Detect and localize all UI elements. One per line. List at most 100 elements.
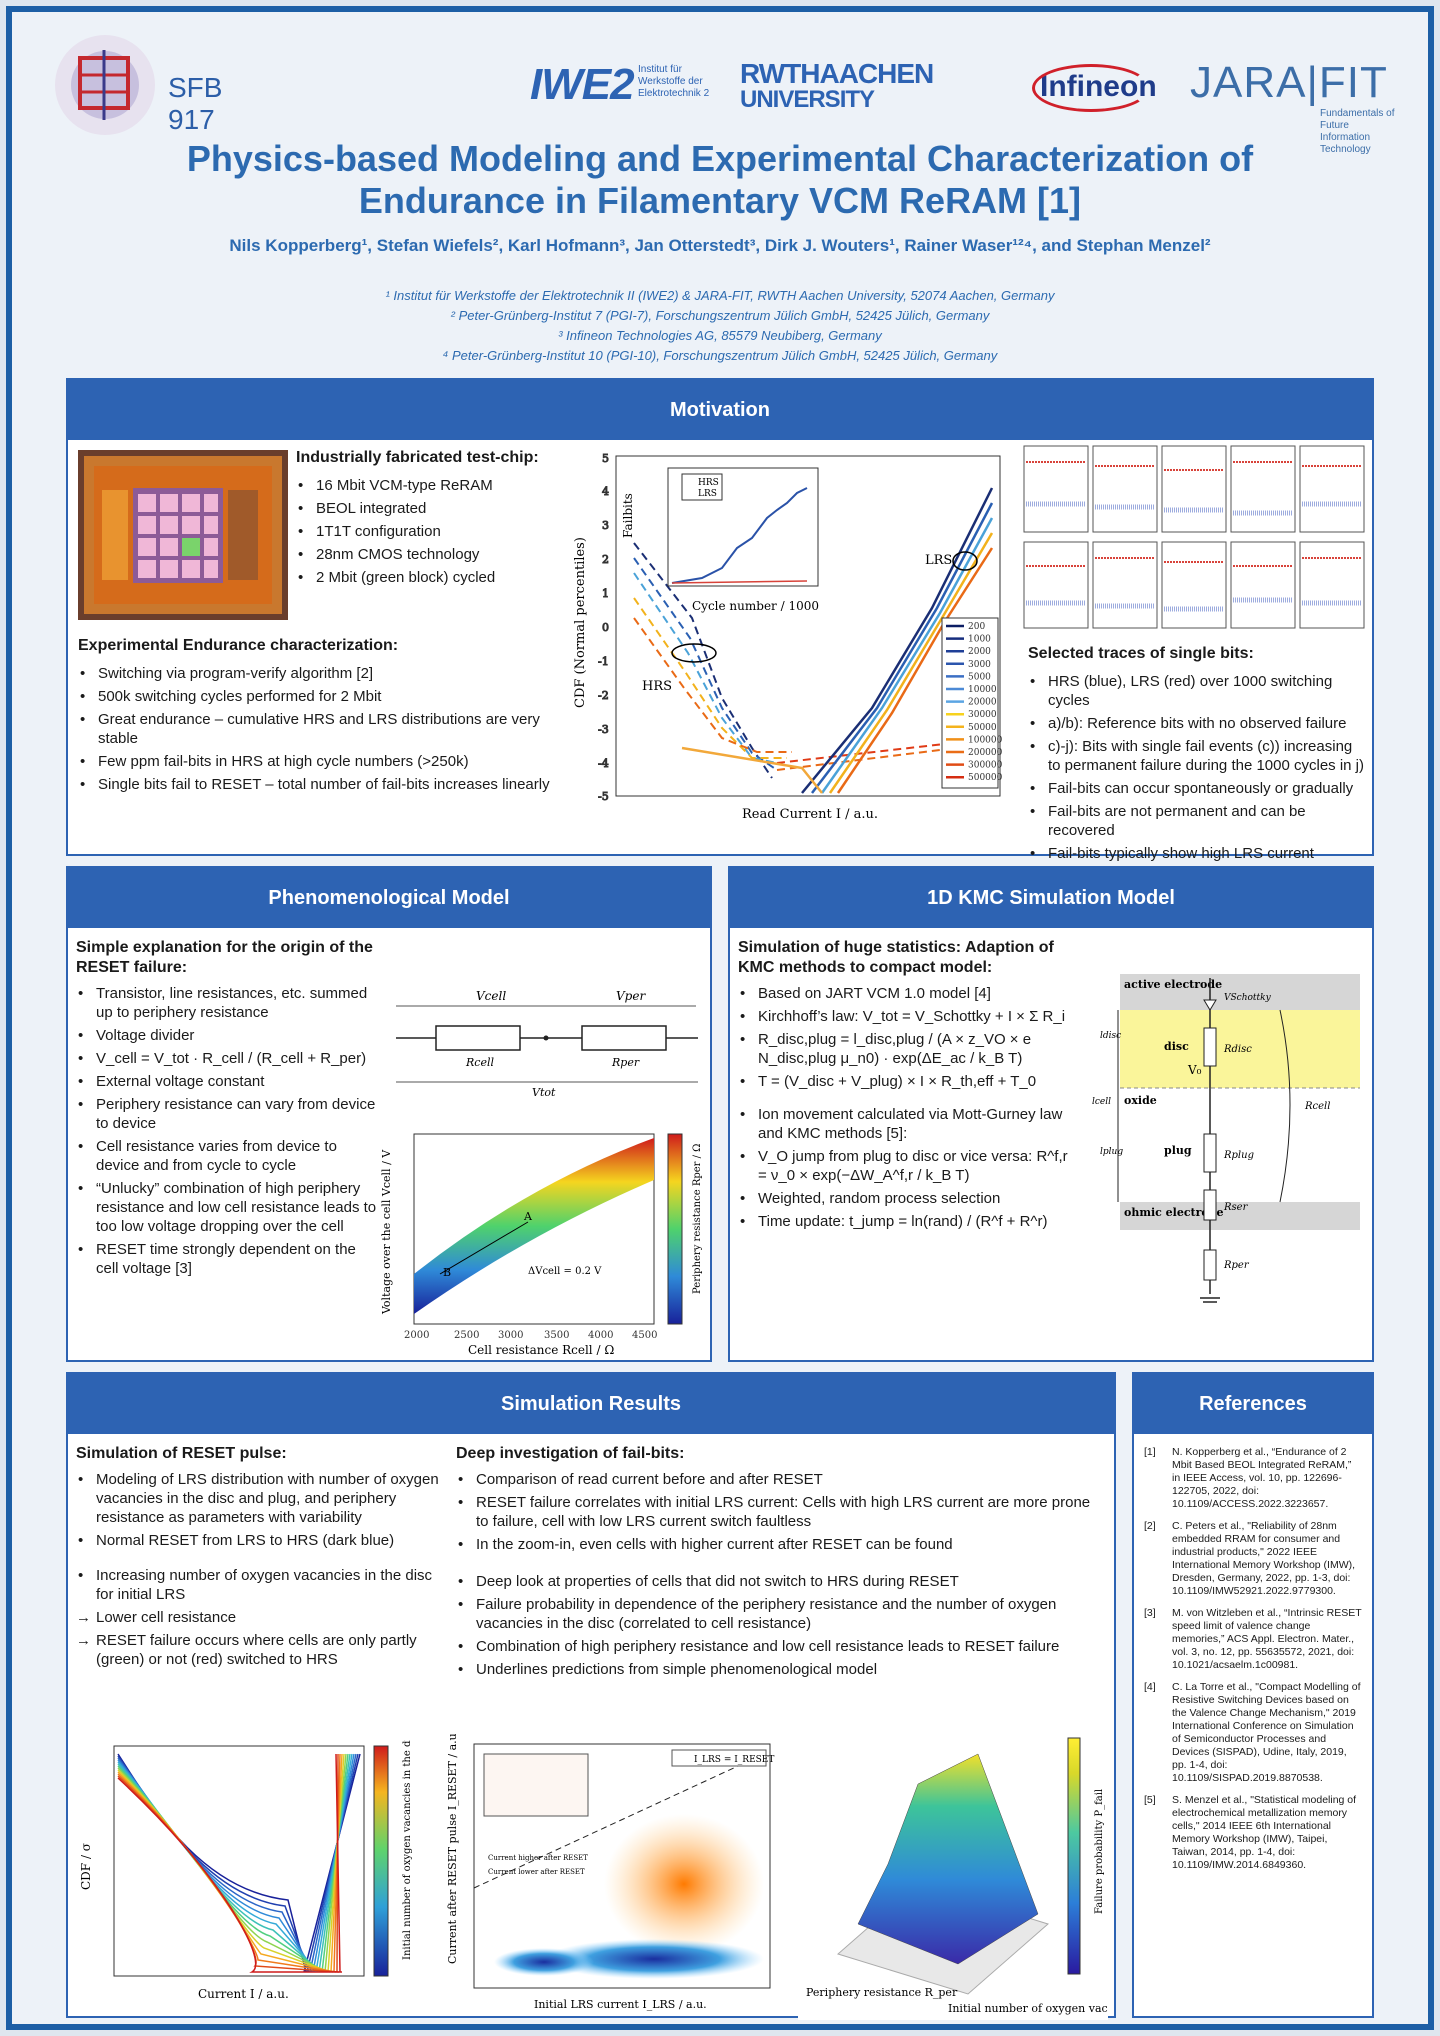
list-item: Great endurance – cumulative HRS and LRS… [78, 710, 566, 748]
list-item: Voltage divider [76, 1026, 378, 1045]
svg-text:I_LRS = I_RESET: I_LRS = I_RESET [694, 1755, 774, 1765]
list-item: Comparison of read current before and af… [456, 1470, 1106, 1489]
list-item: RESET failure occurs where cells are onl… [76, 1631, 448, 1669]
list-item: Normal RESET from LRS to HRS (dark blue) [76, 1531, 448, 1550]
svg-text:2: 2 [602, 553, 609, 566]
svg-text:CDF / σ: CDF / σ [79, 1843, 93, 1890]
svg-text:active electrode: active electrode [1124, 978, 1222, 991]
list-item: Fail-bits typically show high LRS curren… [1028, 844, 1368, 863]
svg-text:Rper: Rper [611, 1056, 640, 1069]
inset-xlabel: Cycle number / 1000 [692, 599, 819, 613]
list-item: 2 Mbit (green block) cycled [296, 568, 566, 587]
svg-text:Periphery resistance Rper / Ω: Periphery resistance Rper / Ω [692, 1144, 703, 1294]
list-item: Transistor, line resistances, etc. summe… [76, 984, 378, 1022]
svg-text:Rdisc: Rdisc [1223, 1044, 1252, 1055]
svg-text:-1: -1 [598, 655, 609, 668]
svg-text:5: 5 [602, 452, 609, 465]
inset-ylabel: Failbits [621, 493, 635, 538]
legend-label: 2000 [968, 647, 991, 657]
rwth-logo: RWTHAACHEN UNIVERSITY [740, 58, 934, 113]
motivation-title: Motivation [68, 380, 1372, 440]
list-item: Based on JART VCM 1.0 model [4] [738, 984, 1078, 1003]
chip-heading: Industrially fabricated test-chip: [296, 449, 539, 466]
infineon-swoosh-icon [1032, 64, 1150, 112]
list-item: Increasing number of oxygen vacancies in… [76, 1566, 448, 1604]
iwe2-logo: IWE2 Institut für Werkstoffe der Elektro… [530, 60, 710, 109]
list-item: Modeling of LRS distribution with number… [76, 1470, 448, 1527]
svg-text:LRS: LRS [925, 553, 952, 568]
svg-text:Vper: Vper [616, 989, 646, 1003]
deep-heading: Deep investigation of fail-bits: [456, 1445, 685, 1462]
svg-text:3500: 3500 [544, 1330, 569, 1341]
endurance-heading: Experimental Endurance characterization: [78, 637, 399, 654]
references-panel: References [1]N. Kopperberg et al., “End… [1132, 1372, 1374, 2018]
trace-panel [1230, 445, 1296, 533]
phenomenological-panel: Phenomenological Model Simple explanatio… [66, 866, 712, 1362]
svg-text:2500: 2500 [454, 1330, 479, 1341]
infineon-logo: Infineon [1032, 64, 1157, 112]
list-item: In the zoom-in, even cells with higher c… [456, 1535, 1106, 1554]
kmc-title: 1D KMC Simulation Model [730, 868, 1372, 928]
legend-label: 100000 [968, 735, 1003, 745]
trace-panel [1023, 445, 1089, 533]
trace-panel [1092, 541, 1158, 629]
legend-label: 1000 [968, 635, 991, 645]
list-item: Time update: t_jump = ln(rand) / (R^f + … [738, 1212, 1078, 1231]
list-item: Deep look at properties of cells that di… [456, 1572, 1106, 1591]
svg-text:Initial number of oxygen vacan: Initial number of oxygen vacancies in di… [948, 2002, 1108, 2015]
list-item: 28nm CMOS technology [296, 545, 566, 564]
svg-text:lplug: lplug [1100, 1147, 1123, 1157]
svg-text:Vcell: Vcell [476, 989, 506, 1003]
svg-text:HRS: HRS [642, 679, 672, 694]
svg-text:VSchottky: VSchottky [1224, 993, 1272, 1003]
svg-text:-3: -3 [598, 723, 609, 736]
list-item: V_cell = V_tot · R_cell / (R_cell + R_pe… [76, 1049, 378, 1068]
svg-text:4: 4 [602, 485, 609, 498]
svg-text:Rcell: Rcell [1304, 1101, 1330, 1112]
author-list: Nils Kopperberg¹, Stefan Wiefels², Karl … [229, 236, 1211, 255]
list-item: T = (V_disc + V_plug) × I × R_th,eff + T… [738, 1072, 1078, 1091]
svg-text:Current higher after RESET: Current higher after RESET [488, 1854, 588, 1862]
svg-text:-2: -2 [598, 689, 609, 702]
list-item: 500k switching cycles performed for 2 Mb… [78, 687, 566, 706]
svg-text:Vtot: Vtot [532, 1086, 556, 1099]
list-item: External voltage constant [76, 1072, 378, 1091]
list-item: Few ppm fail-bits in HRS at high cycle n… [78, 752, 566, 771]
legend-label: 50000 [968, 723, 997, 733]
list-item: RESET failure correlates with initial LR… [456, 1493, 1106, 1531]
list-item: Periphery resistance can vary from devic… [76, 1095, 378, 1133]
legend-label: 200 [968, 622, 985, 632]
svg-text:LRS: LRS [698, 489, 717, 499]
reference-item: [5]S. Menzel et al., "Statistical modeli… [1144, 1794, 1357, 1871]
svg-text:Periphery resistance R_per: Periphery resistance R_per [806, 1986, 958, 1999]
list-item: Switching via program-verify algorithm [… [78, 664, 566, 683]
svg-text:B: B [443, 1266, 451, 1279]
svg-text:ΔVcell = 0.2 V: ΔVcell = 0.2 V [528, 1266, 602, 1277]
list-item: Fail-bits are not permanent and can be r… [1028, 802, 1368, 840]
reference-item: [4]C. La Torre et al., "Compact Modellin… [1144, 1681, 1361, 1784]
trace-panel [1161, 445, 1227, 533]
list-item: V_O jump from plug to disc or vice versa… [738, 1147, 1078, 1185]
trace-panel [1023, 541, 1089, 629]
cdf-ylabel: CDF (Normal percentiles) [573, 537, 588, 708]
svg-text:-4: -4 [598, 757, 609, 770]
logo-bar: SFB 917 IWE2 Institut für Werkstoffe der… [40, 30, 1400, 155]
reset-heading: Simulation of RESET pulse: [76, 1445, 287, 1462]
phenom-title: Phenomenological Model [68, 868, 710, 928]
svg-text:Current lower after RESET: Current lower after RESET [488, 1868, 585, 1876]
reference-item: [3]M. von Witzleben et al., “Intrinsic R… [1144, 1607, 1362, 1671]
svg-text:ldisc: ldisc [1100, 1031, 1121, 1041]
legend-label: 200000 [968, 748, 1003, 758]
list-item: Fail-bits can occur spontaneously or gra… [1028, 779, 1368, 798]
reference-item: [2]C. Peters et al., "Reliability of 28n… [1144, 1520, 1356, 1597]
legend-label: 500000 [968, 773, 1003, 783]
list-item: Underlines predictions from simple pheno… [456, 1660, 1106, 1679]
svg-text:disc: disc [1164, 1040, 1189, 1053]
reference-item: [1]N. Kopperberg et al., “Endurance of 2… [1144, 1446, 1352, 1510]
svg-text:Rser: Rser [1223, 1202, 1249, 1213]
references-title: References [1134, 1374, 1372, 1434]
simulation-results-panel: Simulation Results Simulation of RESET p… [66, 1372, 1183, 2020]
svg-text:Failure probability P_fail: Failure probability P_fail [1094, 1789, 1105, 1914]
sim-title: Simulation Results [68, 1374, 1114, 1434]
